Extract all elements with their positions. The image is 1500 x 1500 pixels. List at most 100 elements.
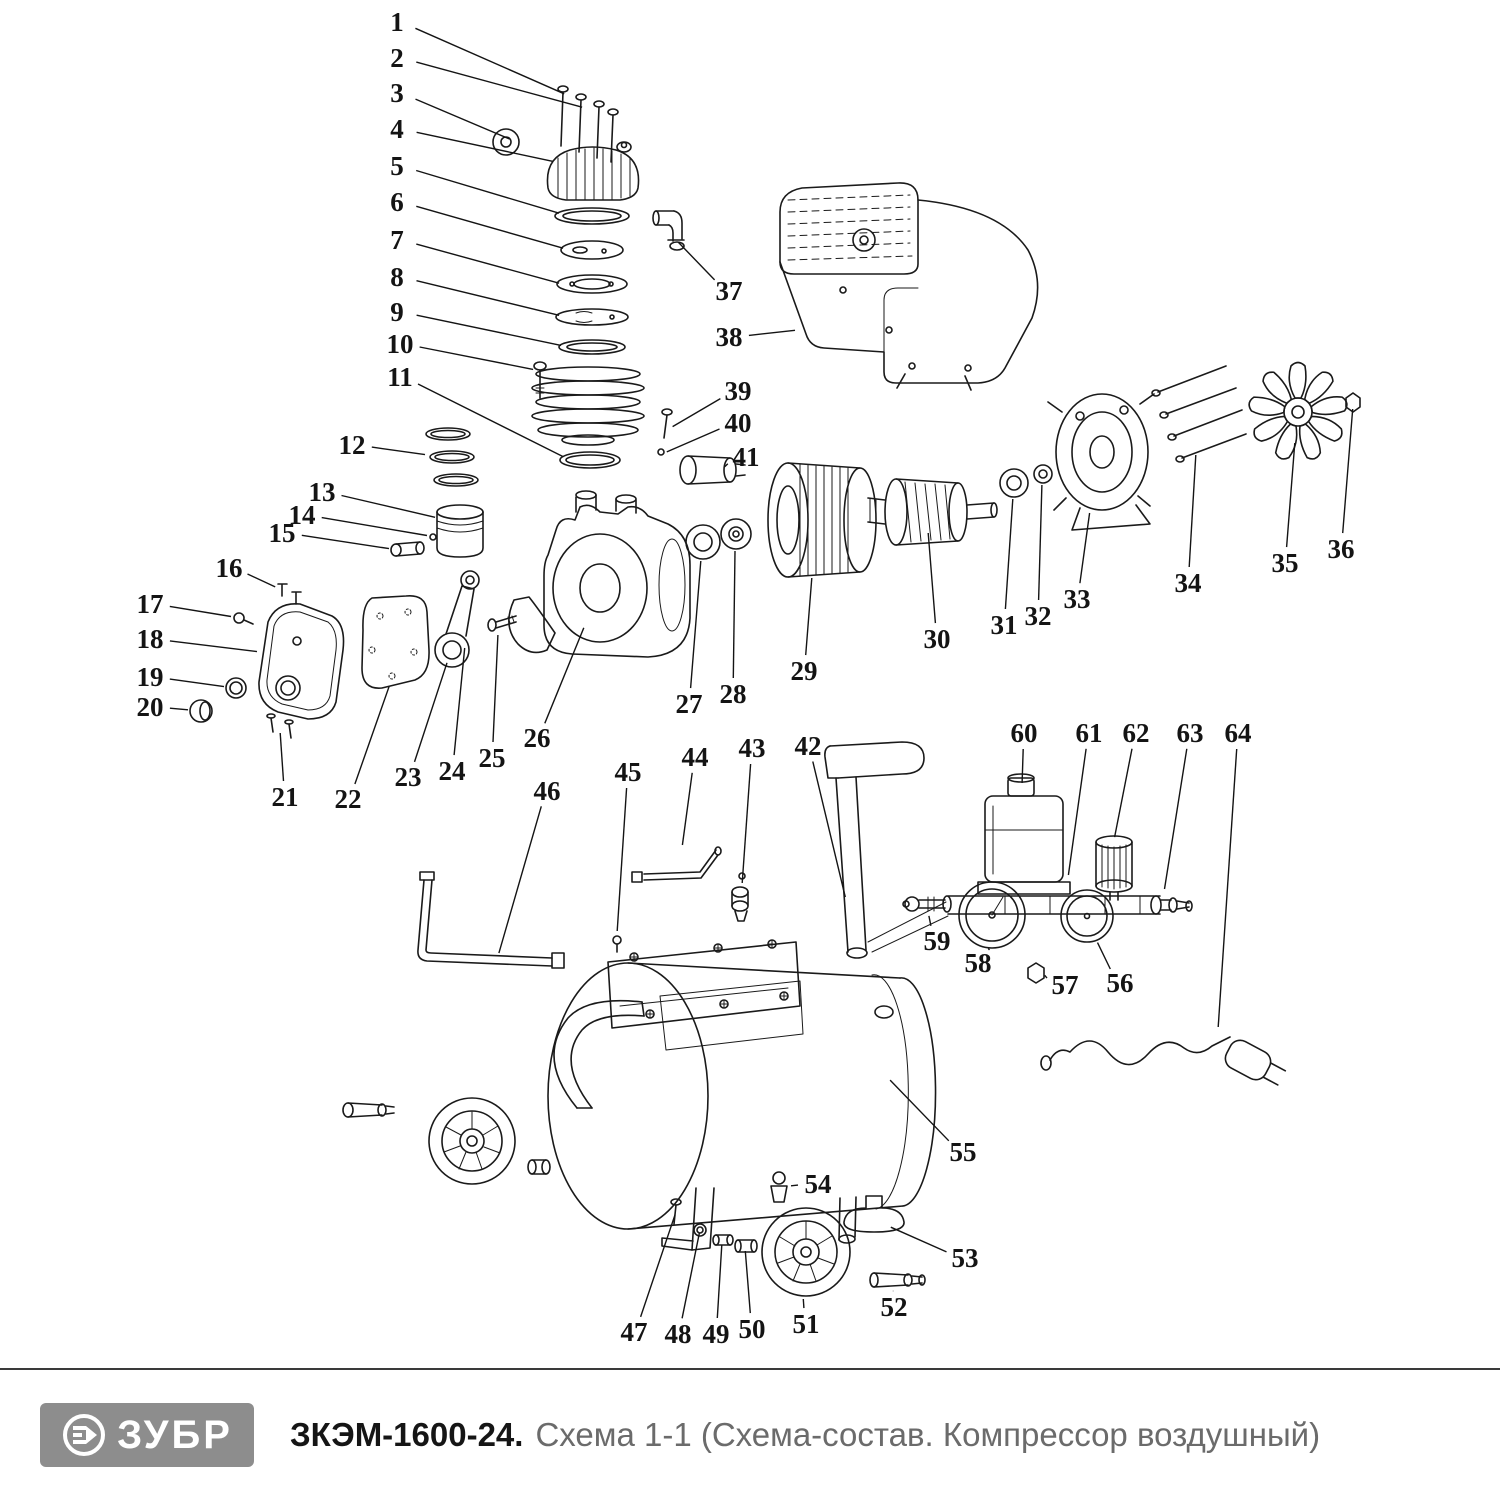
part-rotor — [867, 478, 998, 546]
callout-leader — [169, 640, 258, 653]
callout-number: 62 — [1123, 718, 1150, 748]
callout-23: 23 — [395, 662, 448, 792]
callout-53: 53 — [890, 1226, 979, 1273]
callout-15: 15 — [269, 518, 390, 550]
callout-27: 27 — [676, 560, 703, 719]
callout-number: 55 — [950, 1137, 977, 1167]
model-number: ЗКЭМ-1600-24. — [290, 1416, 524, 1453]
callout-leader — [724, 463, 729, 468]
callout-37: 37 — [677, 241, 743, 306]
part-nut — [1345, 392, 1361, 413]
callout-number: 3 — [390, 78, 404, 108]
callout-49: 49 — [703, 1244, 730, 1349]
callout-number: 59 — [924, 926, 951, 956]
callout-leader — [415, 169, 560, 214]
callout-leader — [987, 948, 991, 951]
callout-57: 57 — [1044, 970, 1079, 1000]
part-head-bolts — [557, 85, 619, 163]
callout-number: 50 — [739, 1314, 766, 1344]
callout-leader — [689, 560, 702, 689]
part-power-cord — [1040, 1036, 1287, 1086]
callout-number: 64 — [1225, 718, 1252, 748]
callout-number: 27 — [676, 689, 703, 719]
callout-leader — [681, 772, 693, 846]
callout-leader — [732, 550, 736, 679]
callout-62: 62 — [1113, 718, 1150, 838]
callout-38: 38 — [716, 322, 796, 352]
callout-leader — [492, 634, 499, 743]
callout-number: 42 — [795, 731, 822, 761]
callout-13: 13 — [309, 477, 436, 518]
callout-leader — [616, 787, 628, 932]
callout-number: 38 — [716, 322, 743, 352]
callout-leader — [354, 686, 390, 785]
callout-leader — [416, 314, 562, 347]
callout-leader — [716, 1244, 723, 1319]
callout-number: 45 — [615, 757, 642, 787]
callout-number: 49 — [703, 1319, 730, 1349]
callout-leader — [1004, 498, 1014, 610]
callout-55: 55 — [889, 1079, 977, 1167]
callout-44: 44 — [681, 742, 709, 846]
callout-29: 29 — [791, 577, 818, 686]
callout-leader — [416, 61, 583, 108]
callout-leader — [415, 27, 565, 95]
callout-number: 58 — [965, 948, 992, 978]
callout-52: 52 — [881, 1290, 908, 1322]
callout-number: 39 — [725, 376, 752, 406]
part-mounting-plate — [607, 939, 804, 1051]
callout-number: 41 — [733, 442, 760, 472]
callout-leader — [498, 806, 542, 954]
callout-number: 13 — [309, 477, 336, 507]
callout-number: 53 — [952, 1243, 979, 1273]
callout-20: 20 — [137, 692, 189, 722]
callout-50: 50 — [739, 1250, 766, 1344]
part-check-valve — [679, 455, 746, 485]
callout-number: 30 — [924, 624, 951, 654]
callout-40: 40 — [666, 408, 752, 453]
callout-leader — [927, 532, 937, 624]
callout-leader — [681, 1232, 701, 1319]
callout-number: 11 — [387, 362, 413, 392]
callout-leader — [1113, 748, 1133, 838]
callout-number: 40 — [725, 408, 752, 438]
callout-6: 6 — [390, 187, 564, 249]
callout-leader — [1067, 748, 1087, 876]
scheme-title: Схема 1-1 (Схема-состав. Компрессор возд… — [535, 1416, 1321, 1453]
callout-22: 22 — [335, 686, 390, 814]
callout-56: 56 — [1096, 942, 1134, 998]
callout-number: 61 — [1076, 718, 1103, 748]
part-tank — [547, 962, 937, 1251]
callout-leader — [802, 1298, 805, 1309]
callout-leader — [415, 98, 510, 140]
callout-24: 24 — [439, 647, 466, 786]
part-piston-rings — [425, 427, 479, 487]
callout-7: 7 — [390, 225, 560, 284]
callout-leader — [741, 763, 752, 884]
callout-4: 4 — [390, 114, 554, 163]
callout-leader — [371, 446, 426, 456]
part-elbow-fitting — [652, 210, 685, 251]
callout-number: 14 — [289, 500, 316, 530]
part-connecting-rod — [434, 570, 517, 668]
diagram-drawing: 1234567891011121314151617181920212223242… — [137, 7, 1361, 1349]
callout-leader — [1342, 408, 1354, 534]
part-rotor-bearing — [999, 464, 1053, 498]
part-regulator — [1095, 835, 1193, 915]
callout-64: 64 — [1217, 718, 1252, 1028]
callout-leader — [416, 205, 564, 249]
callout-number: 56 — [1107, 968, 1134, 998]
part-fan — [1246, 361, 1349, 463]
callout-32: 32 — [1025, 484, 1052, 631]
callout-leader — [1188, 454, 1197, 568]
callout-number: 63 — [1177, 718, 1204, 748]
callout-number: 52 — [881, 1292, 908, 1322]
callout-leader — [1217, 748, 1238, 1028]
callout-leader — [889, 1079, 950, 1142]
callout-leader — [453, 647, 466, 756]
callout-leader — [890, 1226, 947, 1253]
callout-5: 5 — [390, 151, 560, 214]
callout-number: 28 — [720, 679, 747, 709]
callout-leader — [341, 494, 436, 518]
callout-number: 36 — [1328, 534, 1355, 564]
